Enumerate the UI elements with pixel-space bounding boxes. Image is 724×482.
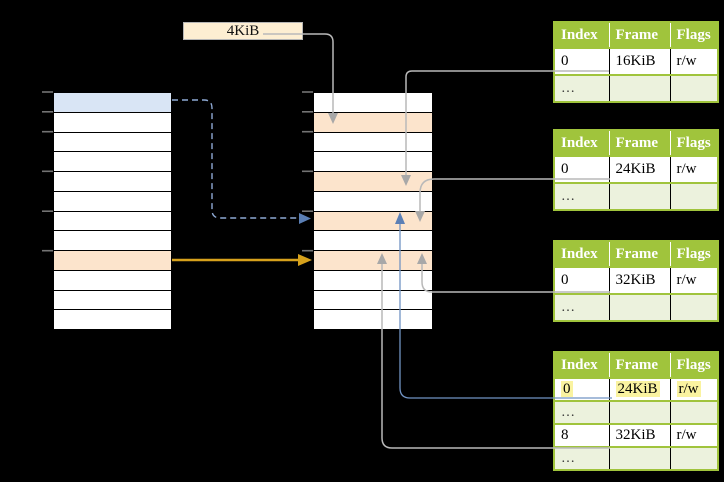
table-cell: 32KiB: [608, 266, 670, 294]
column-header-flags: Flags: [669, 241, 718, 267]
table-cell: 0: [554, 377, 609, 401]
memory-row: [314, 310, 432, 329]
table-header-row: Index Frame Flags: [554, 241, 718, 267]
highlighted-value: 24KiB: [615, 381, 660, 397]
page-table-3: Index Frame Flags 0 32KiB r/w …: [553, 240, 719, 322]
table-cell: [608, 400, 670, 424]
memory-row: [54, 290, 171, 311]
table-cell: …: [554, 293, 609, 321]
table-cell: …: [554, 74, 609, 102]
arrow-dashed-blue: [172, 99, 311, 224]
table-cell: [608, 293, 670, 321]
memory-row: [314, 290, 432, 311]
table-cell: 16KiB: [608, 47, 670, 75]
table-row-ellipsis: …: [554, 74, 718, 102]
middle-memory-column: [313, 92, 433, 330]
memory-row: [314, 191, 432, 212]
column-header-flags: Flags: [669, 130, 718, 156]
table-cell: 24KiB: [608, 155, 670, 183]
table-cell: 0: [554, 47, 609, 75]
table-cell: 32KiB: [608, 423, 670, 447]
memory-row-orange: [314, 251, 432, 271]
table-cell: 0: [554, 155, 609, 183]
table-cell: …: [554, 400, 609, 424]
left-memory-column: [53, 92, 172, 330]
page-table-4: Index Frame Flags 0 24KiB r/w … 8 32KiB …: [553, 351, 719, 471]
table-cell: …: [554, 182, 609, 210]
column-header-frame: Frame: [608, 241, 670, 267]
column-header-index: Index: [554, 352, 609, 378]
table-row-ellipsis: …: [554, 400, 718, 424]
table-cell: [669, 400, 718, 424]
table-row: 0 16KiB r/w: [554, 47, 718, 75]
column-header-index: Index: [554, 130, 609, 156]
table-row: 8 32KiB r/w: [554, 423, 718, 447]
table-cell: 8: [554, 423, 609, 447]
memory-row: [54, 112, 171, 133]
memory-row-orange: [314, 112, 432, 133]
memory-row: [54, 132, 171, 153]
memory-row-orange: [314, 211, 432, 232]
page-table-2: Index Frame Flags 0 24KiB r/w …: [553, 129, 719, 211]
column-header-flags: Flags: [669, 22, 718, 48]
memory-row: [314, 231, 432, 251]
table-row-ellipsis: …: [554, 293, 718, 321]
memory-row: [54, 270, 171, 291]
table-header-row: Index Frame Flags: [554, 130, 718, 156]
table-cell: [669, 74, 718, 102]
table-cell: r/w: [669, 47, 718, 75]
memory-row: [314, 152, 432, 172]
memory-row-orange: [54, 251, 171, 271]
table-cell: r/w: [669, 377, 718, 401]
table-cell: [669, 182, 718, 210]
memory-row: [314, 93, 432, 113]
table-cell: [608, 182, 670, 210]
table-header-row: Index Frame Flags: [554, 22, 718, 48]
column-header-flags: Flags: [669, 352, 718, 378]
table-cell: [608, 74, 670, 102]
column-header-frame: Frame: [608, 352, 670, 378]
column-header-index: Index: [554, 241, 609, 267]
table-cell: [669, 293, 718, 321]
table-cell: [669, 446, 718, 470]
memory-row: [54, 231, 171, 251]
column-header-frame: Frame: [608, 130, 670, 156]
table-cell: r/w: [669, 155, 718, 183]
memory-row: [54, 310, 171, 329]
memory-row: [54, 191, 171, 212]
memory-row-orange: [314, 172, 432, 192]
column-header-frame: Frame: [608, 22, 670, 48]
memory-row: [314, 270, 432, 291]
table-row-highlighted: 0 24KiB r/w: [554, 377, 718, 401]
table-cell: 24KiB: [608, 377, 670, 401]
highlighted-value: r/w: [676, 381, 701, 397]
frame-size-label: 4KiB: [183, 22, 303, 40]
highlighted-value: 0: [561, 381, 573, 397]
table-cell: r/w: [669, 266, 718, 294]
memory-row: [54, 172, 171, 192]
memory-row: [54, 211, 171, 232]
table-row: 0 32KiB r/w: [554, 266, 718, 294]
table-row-ellipsis: …: [554, 182, 718, 210]
table-cell: …: [554, 446, 609, 470]
memory-row-blue: [54, 93, 171, 113]
memory-row: [314, 132, 432, 153]
memory-row: [54, 152, 171, 172]
table-cell: [608, 446, 670, 470]
table-row: 0 24KiB r/w: [554, 155, 718, 183]
table-row-ellipsis: …: [554, 446, 718, 470]
table-cell: 0: [554, 266, 609, 294]
table-header-row: Index Frame Flags: [554, 352, 718, 378]
column-header-index: Index: [554, 22, 609, 48]
table-cell: r/w: [669, 423, 718, 447]
arrow-orange: [172, 254, 312, 266]
page-table-1: Index Frame Flags 0 16KiB r/w …: [553, 21, 719, 103]
